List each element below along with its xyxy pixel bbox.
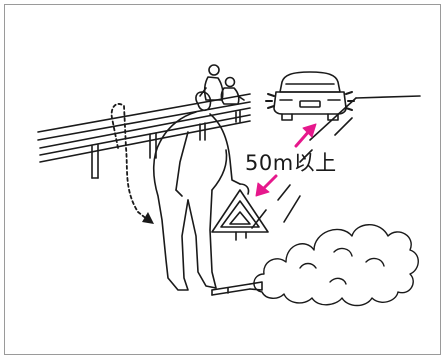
driver-person-icon [154, 92, 249, 290]
walk-path-arrowhead-icon [142, 212, 154, 224]
smoke-cloud-icon [254, 225, 418, 306]
warning-triangle-icon [212, 190, 268, 240]
distance-label: 50m以上 [245, 147, 337, 177]
stopped-car-icon [274, 72, 346, 120]
guardrail-icon [38, 94, 250, 178]
waiting-passengers-icon [200, 65, 244, 104]
